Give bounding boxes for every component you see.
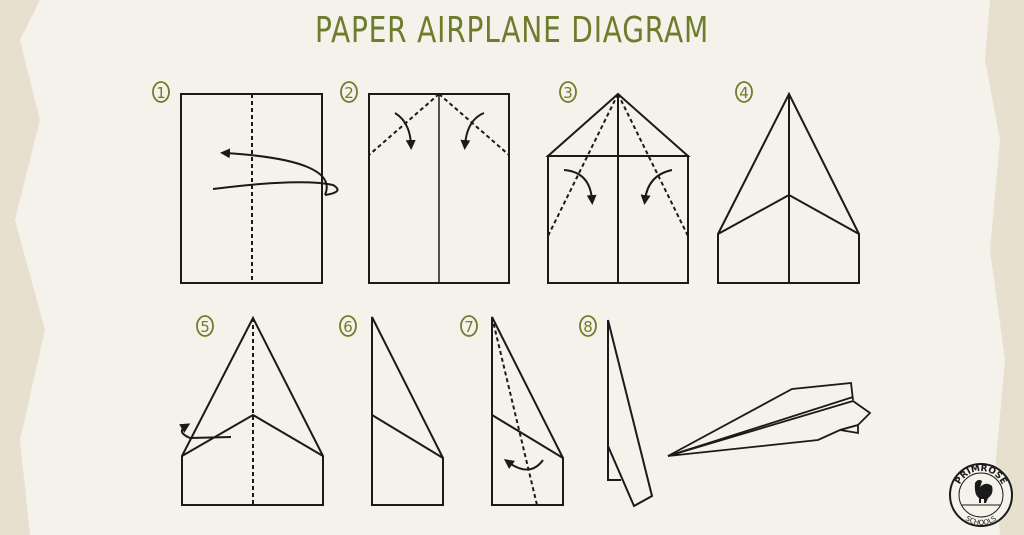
step-numbers: 1 2 3 4 5 6 7 8 xyxy=(152,81,753,337)
svg-text:SCHOOLS: SCHOOLS xyxy=(964,514,998,527)
step-number-7: 7 xyxy=(460,315,478,337)
step-3-diagram xyxy=(545,92,691,284)
svg-text:1: 1 xyxy=(156,84,166,102)
svg-text:3: 3 xyxy=(563,84,573,102)
step-2-diagram xyxy=(368,93,510,284)
svg-text:4: 4 xyxy=(739,84,749,102)
step-5-diagram xyxy=(179,315,324,506)
svg-text:7: 7 xyxy=(464,318,474,336)
step-6-diagram xyxy=(371,316,444,506)
svg-text:6: 6 xyxy=(343,318,353,336)
primrose-logo: PRIMROSE SCHOOLS xyxy=(949,463,1013,527)
finished-airplane xyxy=(667,382,872,457)
svg-text:2: 2 xyxy=(344,84,354,102)
rooster-icon xyxy=(974,479,993,503)
step-4-diagram xyxy=(717,91,860,284)
step-number-8: 8 xyxy=(579,315,597,337)
step-number-5: 5 xyxy=(196,315,214,337)
step-1-diagram xyxy=(180,93,339,284)
step-7-diagram xyxy=(491,316,564,506)
page-title: PAPER AIRPLANE DIAGRAM xyxy=(315,10,709,51)
step-number-2: 2 xyxy=(340,81,358,103)
step-number-6: 6 xyxy=(339,315,357,337)
svg-text:8: 8 xyxy=(583,318,593,336)
step-number-4: 4 xyxy=(735,81,753,103)
svg-text:5: 5 xyxy=(200,318,210,336)
step-8-diagram xyxy=(607,319,654,508)
step-number-3: 3 xyxy=(559,81,577,103)
step-number-1: 1 xyxy=(152,81,170,103)
